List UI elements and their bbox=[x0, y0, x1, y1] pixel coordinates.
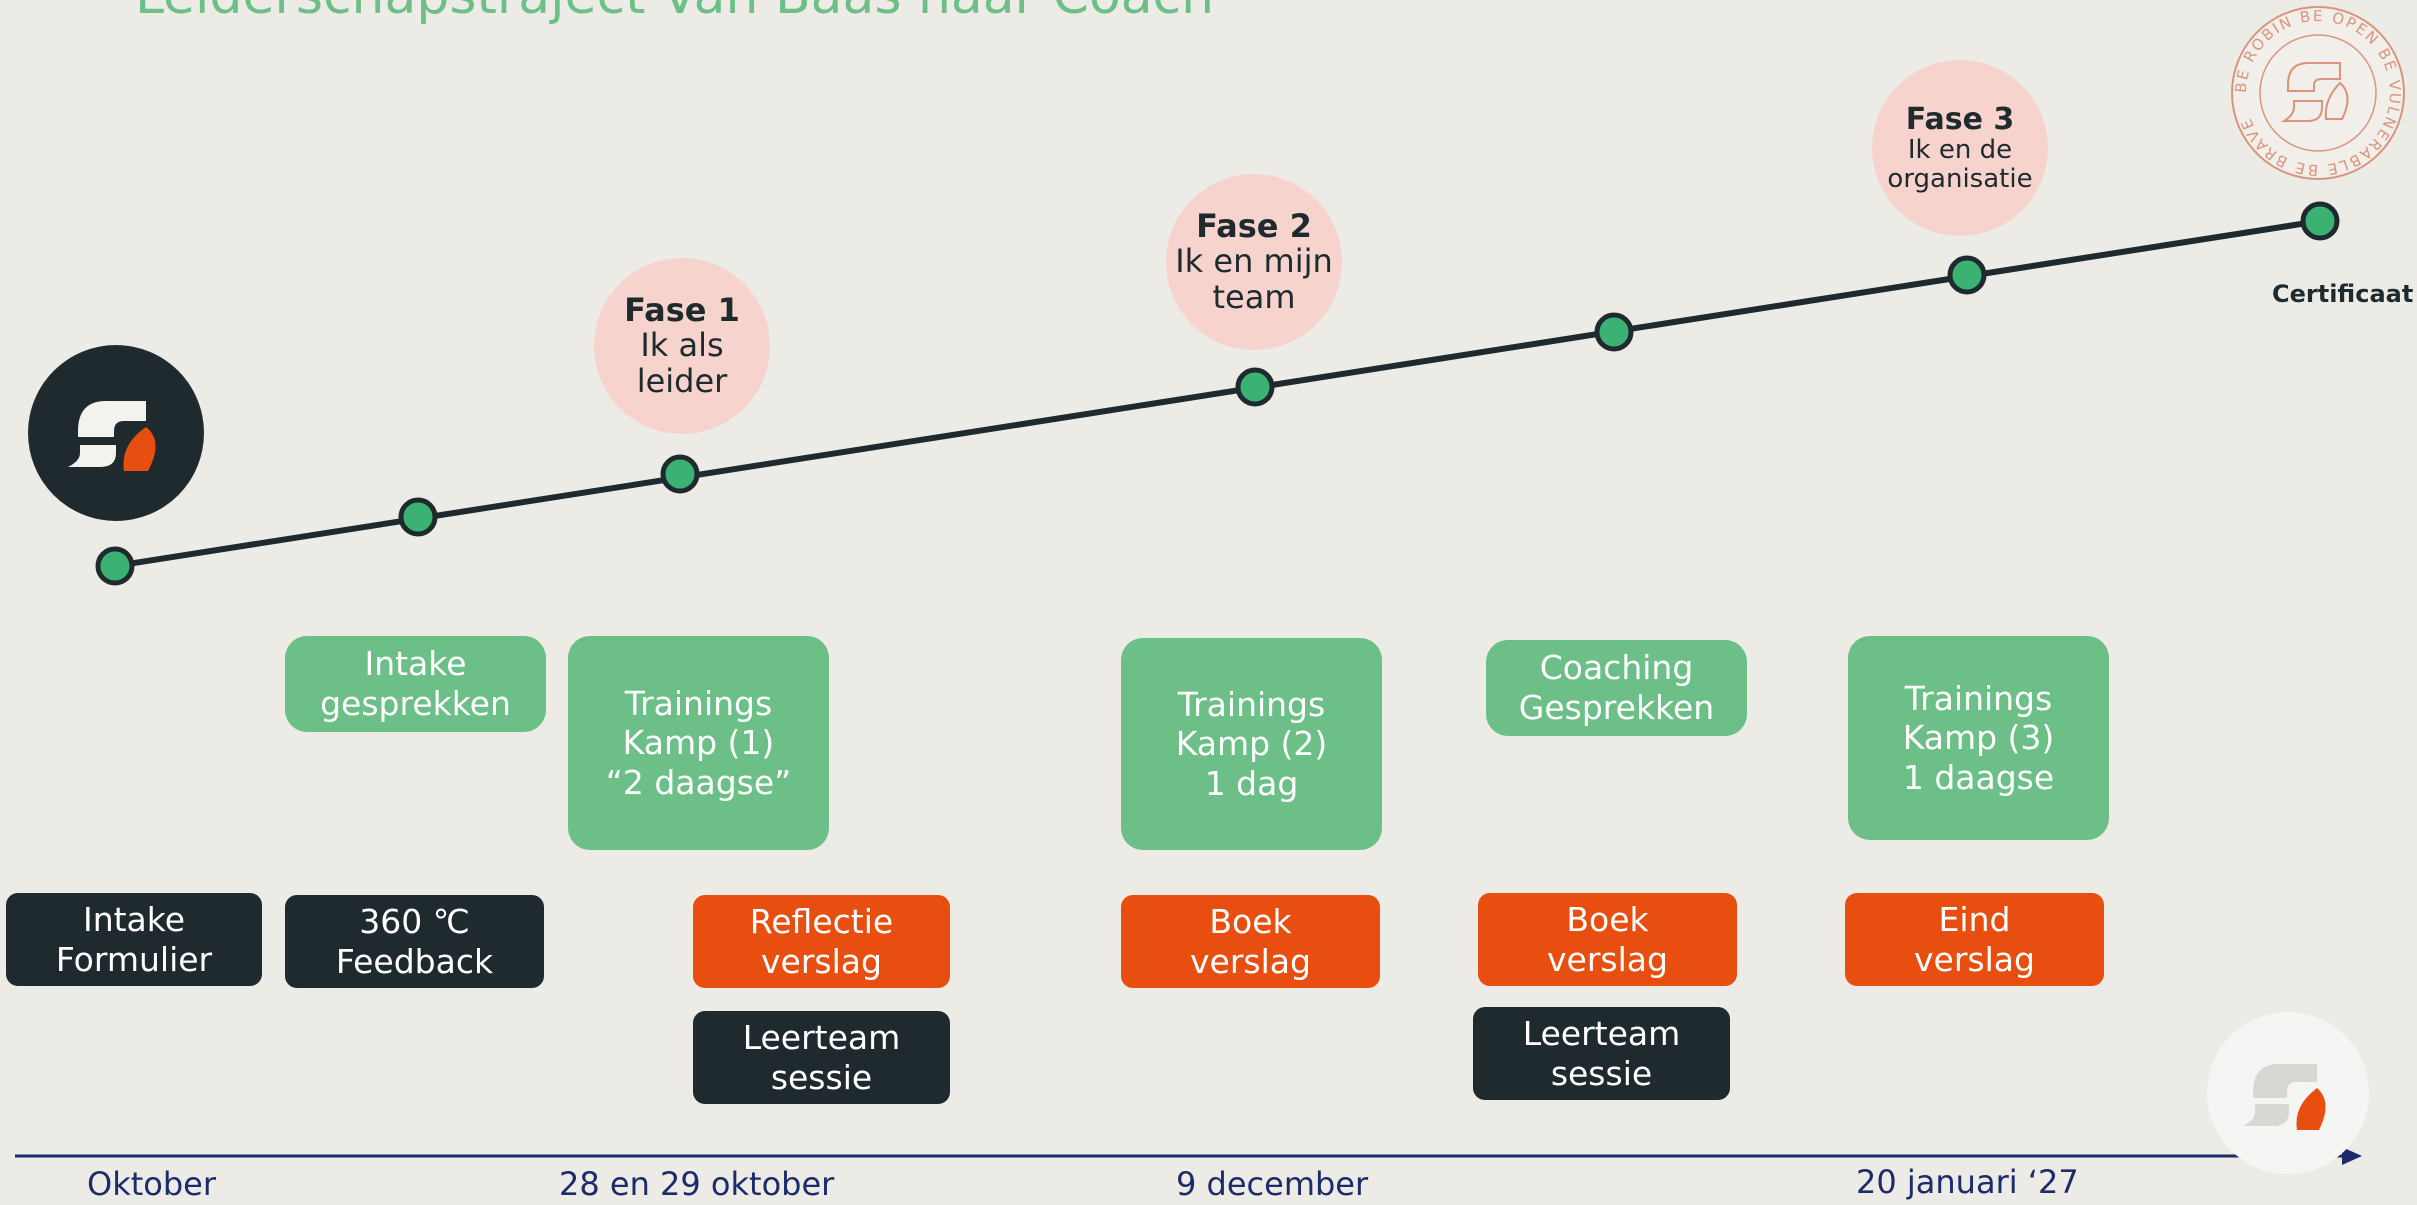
date-label: 9 december bbox=[1176, 1165, 1369, 1203]
task-box: Leerteam sessie bbox=[1473, 1007, 1730, 1100]
activity-box: Trainings Kamp (2) 1 dag bbox=[1121, 638, 1382, 850]
logo-orange-leaf bbox=[123, 427, 156, 471]
activity-box: Trainings Kamp (3) 1 daagse bbox=[1848, 636, 2109, 840]
be-robin-stamp-icon: BE ROBIN BE OPEN BE VULNERABLE BE BRAVE bbox=[2228, 3, 2408, 183]
date-label: Oktober bbox=[87, 1165, 216, 1203]
date-label: 20 januari ‘27 bbox=[1856, 1163, 2079, 1201]
phase-description: Ik en de organisatie bbox=[1887, 134, 2033, 194]
activity-box: Intake gesprekken bbox=[285, 636, 546, 732]
milestone-dot bbox=[1594, 312, 1634, 352]
report-box: Boek verslag bbox=[1478, 893, 1737, 986]
phase-3-circle: Fase 3 Ik en de organisatie bbox=[1872, 60, 2048, 236]
milestone-dot bbox=[398, 497, 438, 537]
milestone-dot bbox=[2300, 201, 2340, 241]
task-box: Intake Formulier bbox=[6, 893, 262, 986]
activity-box: Coaching Gesprekken bbox=[1486, 640, 1747, 736]
task-box: Leerteam sessie bbox=[693, 1011, 950, 1104]
report-box: Reflectie verslag bbox=[693, 895, 950, 988]
logo-white-swoosh bbox=[68, 401, 146, 467]
brand-logo-light-icon bbox=[2207, 1012, 2369, 1174]
milestone-dot bbox=[95, 546, 135, 586]
phase-description: Ik en mijn team bbox=[1175, 242, 1333, 316]
stamp-swoosh bbox=[2280, 62, 2341, 122]
phase-name: Fase 1 bbox=[624, 291, 740, 330]
phase-1-circle: Fase 1 Ik als leider bbox=[594, 258, 770, 434]
date-label: 28 en 29 oktober bbox=[559, 1165, 835, 1203]
activity-box: Trainings Kamp (1) “2 daagse” bbox=[568, 636, 829, 850]
time-axis-arrow-head bbox=[2342, 1147, 2362, 1165]
logo-grey-swoosh bbox=[2243, 1064, 2317, 1126]
phase-name: Fase 3 bbox=[1905, 101, 2015, 137]
milestone-dot bbox=[1947, 255, 1987, 295]
report-box: Boek verslag bbox=[1121, 895, 1380, 988]
logo-orange-leaf bbox=[2296, 1088, 2326, 1130]
report-box: Eind verslag bbox=[1845, 893, 2104, 986]
phase-2-circle: Fase 2 Ik en mijn team bbox=[1166, 174, 1342, 350]
milestone-dot bbox=[1235, 367, 1275, 407]
certificate-label: Certificaat bbox=[2272, 280, 2414, 308]
phase-description: Ik als leider bbox=[636, 326, 728, 400]
page-title: Leiderschapstraject Van Baas naar Coach bbox=[135, 0, 1214, 26]
milestone-dot bbox=[660, 454, 700, 494]
task-box: 360 ℃ Feedback bbox=[285, 895, 544, 988]
stamp-leaf bbox=[2324, 81, 2349, 120]
phase-name: Fase 2 bbox=[1196, 207, 1312, 246]
brand-logo-icon bbox=[28, 345, 204, 521]
